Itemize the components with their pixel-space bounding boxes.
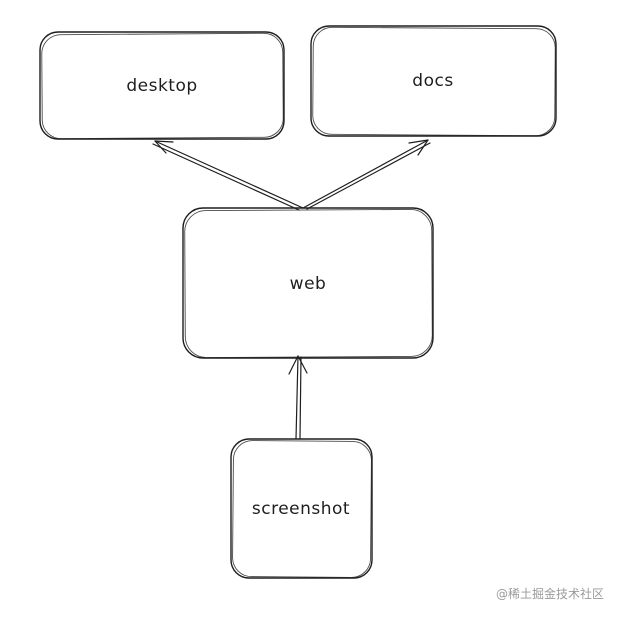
node-web[interactable]: web	[182, 207, 434, 359]
node-label-screenshot: screenshot	[252, 499, 350, 519]
node-label-docs: docs	[412, 71, 453, 91]
node-label-web: web	[290, 274, 327, 294]
node-label-desktop: desktop	[126, 76, 197, 96]
arrow-web-to-desktop	[152, 140, 304, 211]
arrow-web-to-docs	[302, 139, 431, 210]
arrow-screenshot-to-web	[288, 355, 308, 440]
node-desktop[interactable]: desktop	[39, 31, 285, 140]
node-docs[interactable]: docs	[310, 25, 557, 137]
node-screenshot[interactable]: screenshot	[230, 438, 373, 579]
watermark-text: @稀土掘金技术社区	[495, 587, 604, 601]
